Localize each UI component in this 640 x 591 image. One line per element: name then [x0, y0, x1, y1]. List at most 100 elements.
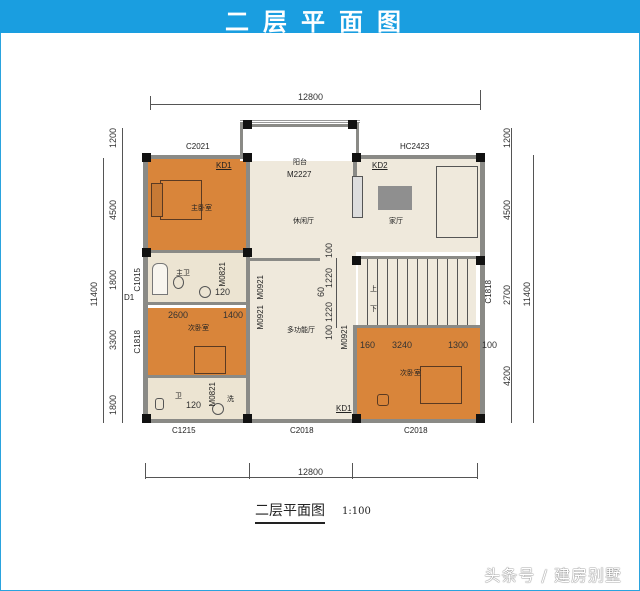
balcony-wall-left — [240, 122, 243, 158]
inner-dim-3240: 3240 — [392, 340, 413, 350]
leisure-hall — [248, 158, 356, 252]
tv-cabinet — [352, 176, 363, 218]
headboard-master — [151, 183, 163, 217]
coffee-table — [378, 186, 412, 210]
wall-top-left — [143, 155, 248, 159]
label-multi-hall: 多功能厅 — [287, 327, 315, 334]
window-tag-hc2423: HC2423 — [400, 142, 430, 151]
label-stair-up: 上 — [370, 286, 377, 293]
right-overall-depth: 11400 — [522, 282, 532, 307]
tag-d1: D1 — [124, 293, 135, 302]
inner-dim-120-b: 120 — [186, 400, 202, 410]
column — [142, 153, 151, 162]
left-dim-1800: 1800 — [108, 270, 118, 291]
column — [142, 414, 151, 423]
left-dim-1800b: 1800 — [108, 395, 118, 416]
window-tag-c1015: C1015 — [133, 268, 142, 292]
wall-inner-left — [246, 155, 250, 423]
column — [142, 248, 151, 257]
basin-icon — [199, 286, 211, 298]
inner-dim-2600: 2600 — [168, 310, 189, 320]
label-second-bedroom-right: 次卧室 — [400, 370, 421, 377]
toilet-2-icon — [155, 398, 164, 410]
column — [352, 414, 361, 423]
window-tag-c2018-right: C2018 — [404, 426, 428, 435]
watermark: 头条号 / 建房别墅 — [484, 566, 622, 585]
dim-tick — [352, 463, 353, 479]
wall-right — [480, 155, 485, 423]
tag-kd2: KD2 — [372, 161, 388, 170]
wall-stair-bottom — [356, 325, 481, 328]
dim-tick — [145, 463, 146, 479]
right-dim-1200: 1200 — [502, 128, 512, 149]
stair-dim-100: 100 — [324, 243, 334, 259]
inner-dim-100: 100 — [482, 340, 498, 350]
window-tag-c2021: C2021 — [186, 142, 210, 151]
column — [476, 414, 485, 423]
window-tag-c1818-right: C1818 — [484, 280, 493, 304]
column — [476, 153, 485, 162]
tag-kd1-top: KD1 — [216, 161, 232, 170]
right-dim-2700: 2700 — [502, 285, 512, 306]
drawing-caption: 二层平面图 — [255, 500, 325, 524]
dim-tick — [249, 463, 250, 479]
bed-right — [420, 366, 462, 404]
left-dim-1200: 1200 — [108, 128, 118, 149]
bottom-width-label: 12800 — [298, 467, 324, 477]
second-bedroom-left — [148, 308, 248, 376]
wall-bath-bottom — [148, 302, 248, 305]
right-dim-line — [511, 128, 512, 423]
family-room — [356, 158, 480, 252]
wall-bed-bottom — [148, 375, 248, 378]
door-tag-m0921-a: M0921 — [256, 275, 265, 300]
label-leisure-hall: 休闲厅 — [293, 218, 314, 225]
door-tag-m0921-b: M0921 — [256, 305, 265, 330]
wall-bath-top — [148, 250, 248, 253]
door-tag-m0821-b: M0821 — [208, 382, 217, 407]
right-dim-line-2 — [533, 155, 534, 423]
wall-bottom — [143, 419, 485, 423]
column — [352, 256, 361, 265]
staircase — [358, 258, 476, 326]
label-second-bedroom-left: 次卧室 — [188, 325, 209, 332]
right-dim-4500: 4500 — [502, 200, 512, 221]
balcony-wall-right — [356, 122, 359, 158]
wall-hall-mid — [250, 258, 320, 261]
balcony-rail — [240, 124, 358, 127]
door-tag-m0921-c: M0921 — [340, 325, 349, 350]
label-stair-down: 下 — [370, 306, 377, 313]
left-overall-depth: 11400 — [89, 282, 99, 307]
door-tag-m0821: M0821 — [218, 262, 227, 287]
label-balcony: 阳台 — [293, 159, 307, 166]
column — [243, 248, 252, 257]
left-dim-3300: 3300 — [108, 330, 118, 351]
column — [243, 120, 252, 129]
window-tag-c2018-mid: C2018 — [290, 426, 314, 435]
wall-inner-right-bot — [353, 325, 357, 423]
multi-hall — [248, 252, 356, 420]
second-bedroom-right — [356, 328, 480, 420]
chair — [377, 394, 389, 406]
label-master-bedroom: 主卧室 — [191, 205, 212, 212]
bath-2 — [148, 378, 248, 420]
tag-kd1-bottom: KD1 — [336, 404, 352, 413]
title-banner: 二层平面图 — [0, 0, 640, 36]
inner-dim-120: 120 — [215, 287, 231, 297]
bed-left — [194, 346, 226, 374]
left-dim-4500: 4500 — [108, 200, 118, 221]
stair-dim-60: 60 — [316, 287, 326, 298]
stair-dim-100-b: 100 — [324, 325, 334, 341]
label-family-room: 家厅 — [389, 218, 403, 225]
window-tag-c1818-left: C1818 — [133, 330, 142, 354]
toilet-icon — [173, 276, 184, 289]
stair-dim-1220: 1220 — [324, 268, 334, 289]
dim-tick — [480, 90, 481, 110]
inner-dim-160: 160 — [360, 340, 376, 350]
column — [243, 414, 252, 423]
column — [348, 120, 357, 129]
left-dim-line — [103, 158, 104, 423]
window-tag-c1215: C1215 — [172, 426, 196, 435]
right-dim-4200: 4200 — [502, 366, 512, 387]
top-dimension-line — [150, 104, 480, 105]
label-bath: 卫 — [175, 393, 182, 400]
